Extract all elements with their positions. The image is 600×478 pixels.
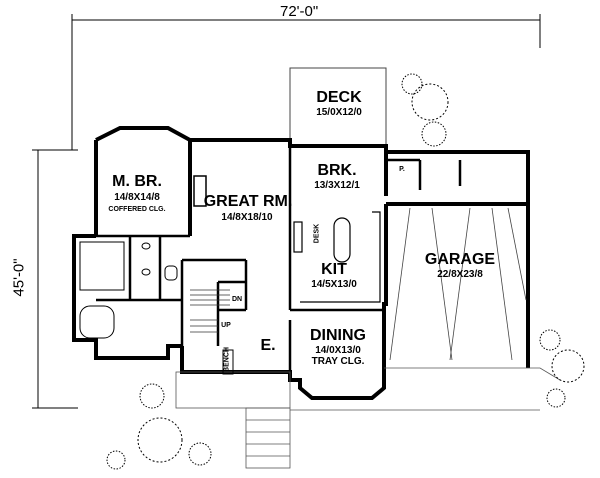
kitchen-fixtures xyxy=(293,211,381,303)
kitchen-size: 14/5X13/0 xyxy=(311,279,357,290)
bench-label: BENCH xyxy=(223,347,231,372)
stairs xyxy=(190,289,230,333)
master-bedroom-note: COFFERED CLG. xyxy=(108,206,166,213)
dining-note: TRAY CLG. xyxy=(311,356,365,367)
kitchen-name: KIT xyxy=(321,261,347,278)
great-room-name: GREAT RM. xyxy=(203,193,293,210)
master-bedroom-name: M. BR. xyxy=(112,173,162,190)
great-room-size: 14/8X18/10 xyxy=(221,212,273,223)
depth-dimension: 45'-0" xyxy=(10,258,28,297)
pantry-label: P. xyxy=(399,166,405,173)
breakfast-size: 13/3X12/1 xyxy=(314,180,360,191)
deck-name: DECK xyxy=(316,89,362,106)
interior-walls xyxy=(96,146,462,372)
garage-name: GARAGE xyxy=(424,251,496,268)
garage-door-lines xyxy=(389,207,527,361)
desk-label: DESK xyxy=(313,223,321,244)
garage-size: 22/8X23/8 xyxy=(437,269,483,280)
dining-name: DINING xyxy=(310,327,366,344)
front-porch xyxy=(175,367,561,469)
dimension-lines xyxy=(32,14,541,409)
fireplace xyxy=(193,175,207,207)
deck-size: 15/0X12/0 xyxy=(316,107,362,118)
breakfast-name: BRK. xyxy=(317,162,357,179)
bath-fixtures xyxy=(79,241,178,339)
dining-size: 14/0X13/0 xyxy=(315,345,361,356)
width-dimension: 72'-0" xyxy=(280,3,319,20)
landscape-shrubs xyxy=(106,73,585,470)
bench xyxy=(222,349,234,375)
entry-name: E. xyxy=(260,337,276,354)
stairs-up-label: UP xyxy=(221,322,231,329)
master-bedroom-size: 14/8X14/8 xyxy=(114,192,160,203)
stairs-down-label: DN xyxy=(231,296,243,303)
